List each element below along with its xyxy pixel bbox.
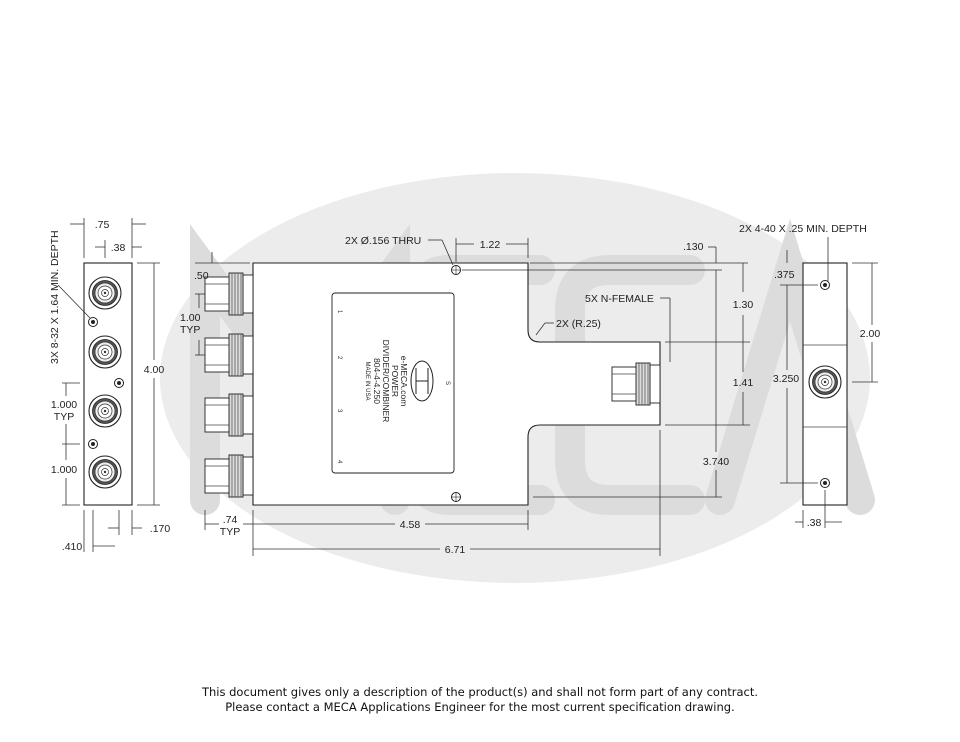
label-text: e-MECA.com POWER DIVIDER/COMBINER 804-4-… <box>364 340 409 423</box>
dim-top-offset: .50 <box>194 270 209 282</box>
right-end-view: 2X 4-40 X .25 MIN. DEPTH .375 3.250 2.00… <box>739 223 880 529</box>
dim-connector-length-typ: TYP <box>220 526 240 538</box>
n-female-connector-icon <box>204 393 254 437</box>
dim-pitch-1: 1.000 <box>51 399 77 411</box>
n-female-connector-icon <box>204 272 254 316</box>
dim-pitch: 1.00 <box>180 312 201 324</box>
tapped-hole-icon <box>820 478 830 488</box>
svg-text:MECA: MECA <box>514 598 517 601</box>
left-end-view: .75 .38 4.00 1.000 TYP 1.000 .170 .410 3… <box>49 218 170 553</box>
port-number: 3 <box>336 409 342 413</box>
n-female-connector-icon <box>88 455 122 489</box>
n-female-connector-icon <box>88 335 122 369</box>
tapped-hole-icon <box>820 280 830 290</box>
dim-center: 1.41 <box>733 377 754 389</box>
dim-right-width: .38 <box>807 517 822 529</box>
dim-height: 4.00 <box>144 364 165 376</box>
dim-connector-length: .74 <box>223 514 238 526</box>
tapped-hole-icon <box>88 317 98 327</box>
tapped-hole-icon <box>88 439 98 449</box>
svg-text:804-4-4.250: 804-4-4.250 <box>372 358 382 404</box>
svg-text:MADE IN USA: MADE IN USA <box>364 361 370 400</box>
svg-text:POWER: POWER <box>390 365 400 397</box>
dim-bottom-offset: .410 <box>62 541 83 553</box>
dim-edge: .130 <box>683 241 704 253</box>
dim-bottom-inset: .170 <box>150 523 171 535</box>
dim-right-height: 3.250 <box>773 373 799 385</box>
meca-logo-icon <box>410 360 434 402</box>
tapped-hole-icon <box>114 378 124 388</box>
right-hole-note: 2X 4-40 X .25 MIN. DEPTH <box>739 223 867 235</box>
callout-connectors: 5X N-FEMALE <box>585 293 654 305</box>
dim-top-inset: .375 <box>774 269 795 281</box>
dim-pitch-2: 1.000 <box>51 464 77 476</box>
n-female-connector-icon <box>204 333 254 377</box>
port-number: 4 <box>336 460 342 464</box>
dim-total-length: 6.71 <box>445 544 466 556</box>
callout-radius: 2X (R.25) <box>556 318 601 330</box>
thru-hole-icon <box>451 265 461 275</box>
n-female-connector-icon <box>88 394 122 428</box>
left-hole-note: 3X 8-32 X 1.64 MIN. DEPTH <box>49 230 61 364</box>
dim-step-height: 1.30 <box>733 299 754 311</box>
n-female-connector-icon <box>204 454 254 498</box>
product-label <box>331 292 455 474</box>
sum-port-letter: S <box>444 381 450 385</box>
n-female-connector-icon <box>808 365 842 399</box>
svg-text:e-MECA.com: e-MECA.com <box>399 356 409 407</box>
disclaimer-line-1: This document gives only a description o… <box>201 685 759 699</box>
dim-pitch-typ: TYP <box>180 324 200 336</box>
dim-body-length: 4.58 <box>400 519 421 531</box>
dim-width: .75 <box>95 219 110 231</box>
dim-inset: .38 <box>111 242 126 254</box>
port-number: 1 <box>336 310 342 314</box>
port-number: 2 <box>336 356 342 360</box>
callout-thru-holes: 2X Ø.156 THRU <box>345 235 421 247</box>
svg-text:DIVIDER/COMBINER: DIVIDER/COMBINER <box>381 340 391 423</box>
n-female-connector-icon <box>611 362 661 406</box>
disclaimer-line-2: Please contact a MECA Applications Engin… <box>225 700 735 714</box>
dim-overall-height: 3.740 <box>703 456 729 468</box>
main-view: e-MECA.com POWER DIVIDER/COMBINER 804-4-… <box>180 235 753 556</box>
thru-hole-icon <box>451 492 461 502</box>
dim-half-height: 2.00 <box>860 328 881 340</box>
dim-pitch-1-typ: TYP <box>54 411 74 423</box>
n-female-connector-icon <box>88 276 122 310</box>
dim-hole-offset: 1.22 <box>480 239 501 251</box>
